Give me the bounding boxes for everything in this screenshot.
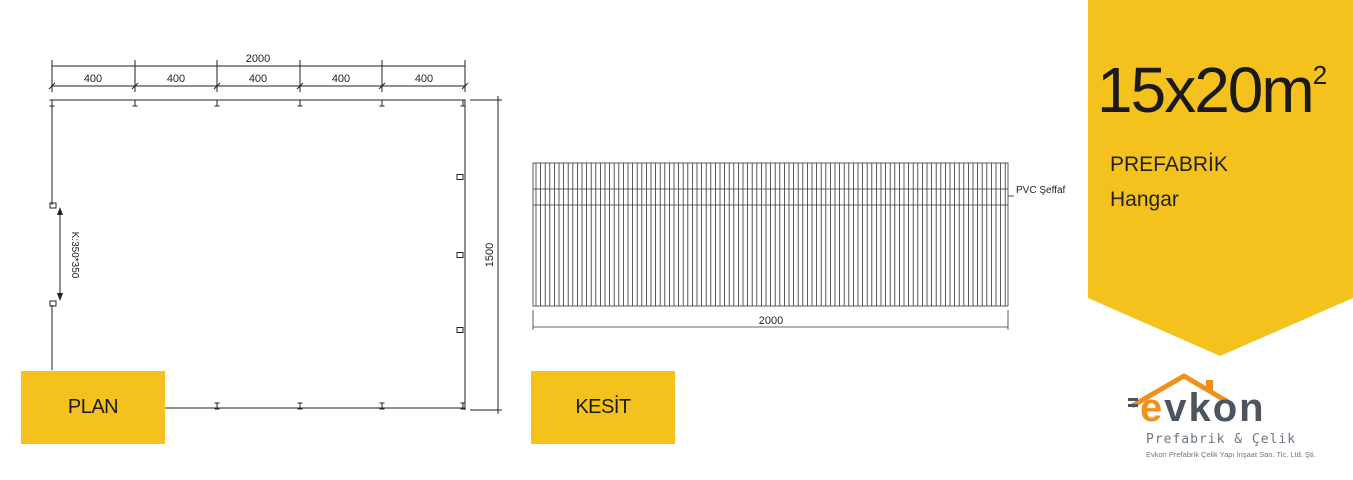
side-column bbox=[456, 174, 464, 180]
section-width-label: 2000 bbox=[759, 315, 783, 327]
building-type-line1: PREFABRİK bbox=[1110, 153, 1228, 176]
plan-dimension-slash bbox=[296, 82, 304, 90]
door-arrow-up-icon bbox=[57, 207, 63, 215]
section-badge: KESİT bbox=[531, 371, 675, 444]
area-value: 15x20m bbox=[1097, 54, 1315, 126]
plan-total-width-label: 2000 bbox=[246, 53, 270, 65]
section-view bbox=[532, 162, 1014, 330]
logo-tagline: Prefabrik & Çelik bbox=[1146, 432, 1297, 447]
skylight-label: PVC Şeffaf bbox=[1016, 185, 1066, 196]
plan-depth-label: 1500 bbox=[484, 243, 496, 267]
section-panel-ribs bbox=[535, 163, 1006, 306]
plan-badge: PLAN bbox=[21, 371, 165, 444]
plan-bay-ticks bbox=[48, 60, 469, 92]
plan-bay-labels: 400 400 400 400 400 bbox=[84, 73, 433, 85]
logo-company-name: Evkon Prefabrik Çelik Yapı İnşaat San. T… bbox=[1146, 450, 1316, 459]
plan-dimension-slash bbox=[378, 82, 386, 90]
plan-columns bbox=[49, 99, 466, 410]
section-badge-label: KESİT bbox=[575, 396, 631, 418]
side-column bbox=[456, 327, 464, 333]
plan-dimension-slash bbox=[48, 82, 56, 90]
plan-dimension-slash bbox=[131, 82, 139, 90]
plan-badge-label: PLAN bbox=[67, 396, 119, 418]
plan-view bbox=[48, 60, 502, 414]
plan-bay-label: 400 bbox=[167, 73, 185, 85]
door-arrow-down-icon bbox=[57, 293, 63, 301]
building-type-line2: Hangar bbox=[1110, 188, 1179, 211]
plan-dimension-slash bbox=[461, 82, 469, 90]
door-post-top bbox=[49, 202, 57, 209]
plan-bay-label: 400 bbox=[84, 73, 102, 85]
evkon-logo: evkon Prefabrik & Çelik Evkon Prefabrik … bbox=[1110, 368, 1340, 468]
plan-bay-label: 400 bbox=[415, 73, 433, 85]
info-banner-shape bbox=[1088, 0, 1353, 356]
side-column bbox=[456, 252, 464, 258]
logo-wordmark-rest: vkon bbox=[1164, 386, 1266, 430]
door-post-bottom bbox=[49, 300, 57, 307]
plan-dimension-slash bbox=[213, 82, 221, 90]
house-roof-icon bbox=[1128, 373, 1230, 409]
plan-bay-label: 400 bbox=[332, 73, 350, 85]
logo-wordmark-e: e bbox=[1140, 386, 1165, 430]
area-unit-superscript: 2 bbox=[1312, 60, 1328, 90]
info-banner bbox=[1088, 0, 1353, 356]
area-title: 15x20m2 bbox=[1097, 58, 1328, 122]
plan-bay-label: 400 bbox=[249, 73, 267, 85]
logo-wordmark: evkon bbox=[1140, 388, 1266, 428]
door-size-label: K:350*350 bbox=[69, 232, 80, 279]
